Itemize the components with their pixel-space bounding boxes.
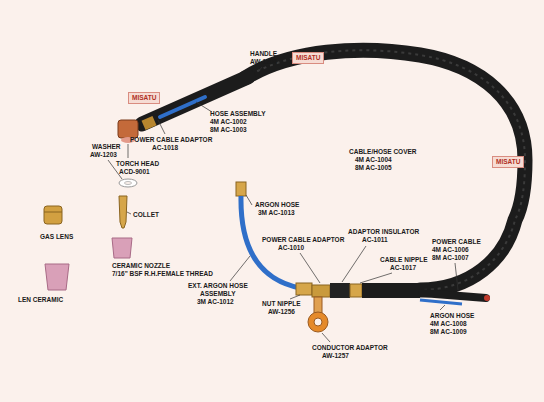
nut-nipple <box>296 283 312 295</box>
power-cable-end <box>484 295 490 301</box>
part-label: AW-1203 <box>90 151 117 159</box>
part-label: 8M AC-1005 <box>355 164 392 172</box>
part-label: AW-1257 <box>322 352 349 360</box>
watermark: MISATU <box>292 52 324 64</box>
len-ceramic <box>45 264 69 290</box>
part-label: CABLE/HOSE COVER <box>349 148 417 156</box>
argon-hose-stub <box>420 300 462 304</box>
part-label: HOSE ASSEMBLY <box>210 110 266 118</box>
leader-lines <box>108 67 458 342</box>
washer-hole <box>125 182 132 185</box>
part-label: ASSEMBLY <box>200 290 236 298</box>
part-label: CABLE NIPPLE <box>380 256 428 264</box>
part-label: ADAPTOR INSULATOR <box>348 228 419 236</box>
argon-fitting <box>236 182 246 196</box>
part-label: 8M AC-1007 <box>432 254 469 262</box>
washer <box>119 179 137 187</box>
part-label: GAS LENS <box>40 233 73 241</box>
power-cable <box>422 293 486 298</box>
hose-cover <box>245 50 525 290</box>
part-label: EXT. ARGON HOSE <box>188 282 248 290</box>
conductor-adaptor <box>312 285 330 297</box>
ceramic-nozzle <box>112 238 132 258</box>
part-label: CERAMIC NOZZLE <box>112 262 170 270</box>
part-label: 7/16" BSF R.H.FEMALE THREAD <box>112 270 213 278</box>
part-label: ARGON HOSE <box>430 312 474 320</box>
lug-ring <box>308 312 328 332</box>
adaptor-insulator <box>330 283 350 298</box>
part-label: ACD-9001 <box>119 168 150 176</box>
part-label: POWER CABLE ADAPTOR <box>262 236 344 244</box>
part-label: 8M AC-1003 <box>210 126 247 134</box>
part-label: HANDLE <box>250 50 277 58</box>
part-label: 4M AC-1006 <box>432 246 469 254</box>
part-label: POWER CABLE <box>432 238 481 246</box>
watermark: MISATU <box>128 92 160 104</box>
part-label: WASHER <box>92 143 121 151</box>
part-label: ARGON HOSE <box>255 201 299 209</box>
part-label: 4M AC-1002 <box>210 118 247 126</box>
part-label: 8M AC-1009 <box>430 328 467 336</box>
gas-lens-thread <box>44 212 62 213</box>
part-label: TORCH HEAD <box>116 160 159 168</box>
part-label: 4M AC-1004 <box>355 156 392 164</box>
part-label: 3M AC-1013 <box>258 209 295 217</box>
part-label: LEN CERAMIC <box>18 296 63 304</box>
cable-nipple <box>350 284 362 297</box>
collet <box>119 196 127 228</box>
power-cable-adaptor <box>141 116 156 130</box>
hose-assembly <box>160 97 205 117</box>
part-label: AW-1204 <box>250 58 277 66</box>
torch-head <box>118 120 138 138</box>
part-label: AC-1010 <box>278 244 304 252</box>
part-label: 3M AC-1012 <box>197 298 234 306</box>
part-label: AC-1017 <box>390 264 416 272</box>
gas-lens <box>44 206 62 224</box>
lug-tab <box>314 297 322 313</box>
sleeve <box>362 283 420 298</box>
part-label: AC-1018 <box>152 144 178 152</box>
part-label: NUT NIPPLE <box>262 300 301 308</box>
part-label: COLLET <box>133 211 159 219</box>
hose-cover-texture <box>245 50 525 290</box>
lug-hole <box>314 318 322 326</box>
part-label: AW-1256 <box>268 308 295 316</box>
part-label: AC-1011 <box>362 236 388 244</box>
part-label: POWER CABLE ADAPTOR <box>130 136 212 144</box>
part-label: 4M AC-1008 <box>430 320 467 328</box>
part-label: CONDUCTOR ADAPTOR <box>312 344 388 352</box>
watermark: MISATU <box>492 156 524 168</box>
